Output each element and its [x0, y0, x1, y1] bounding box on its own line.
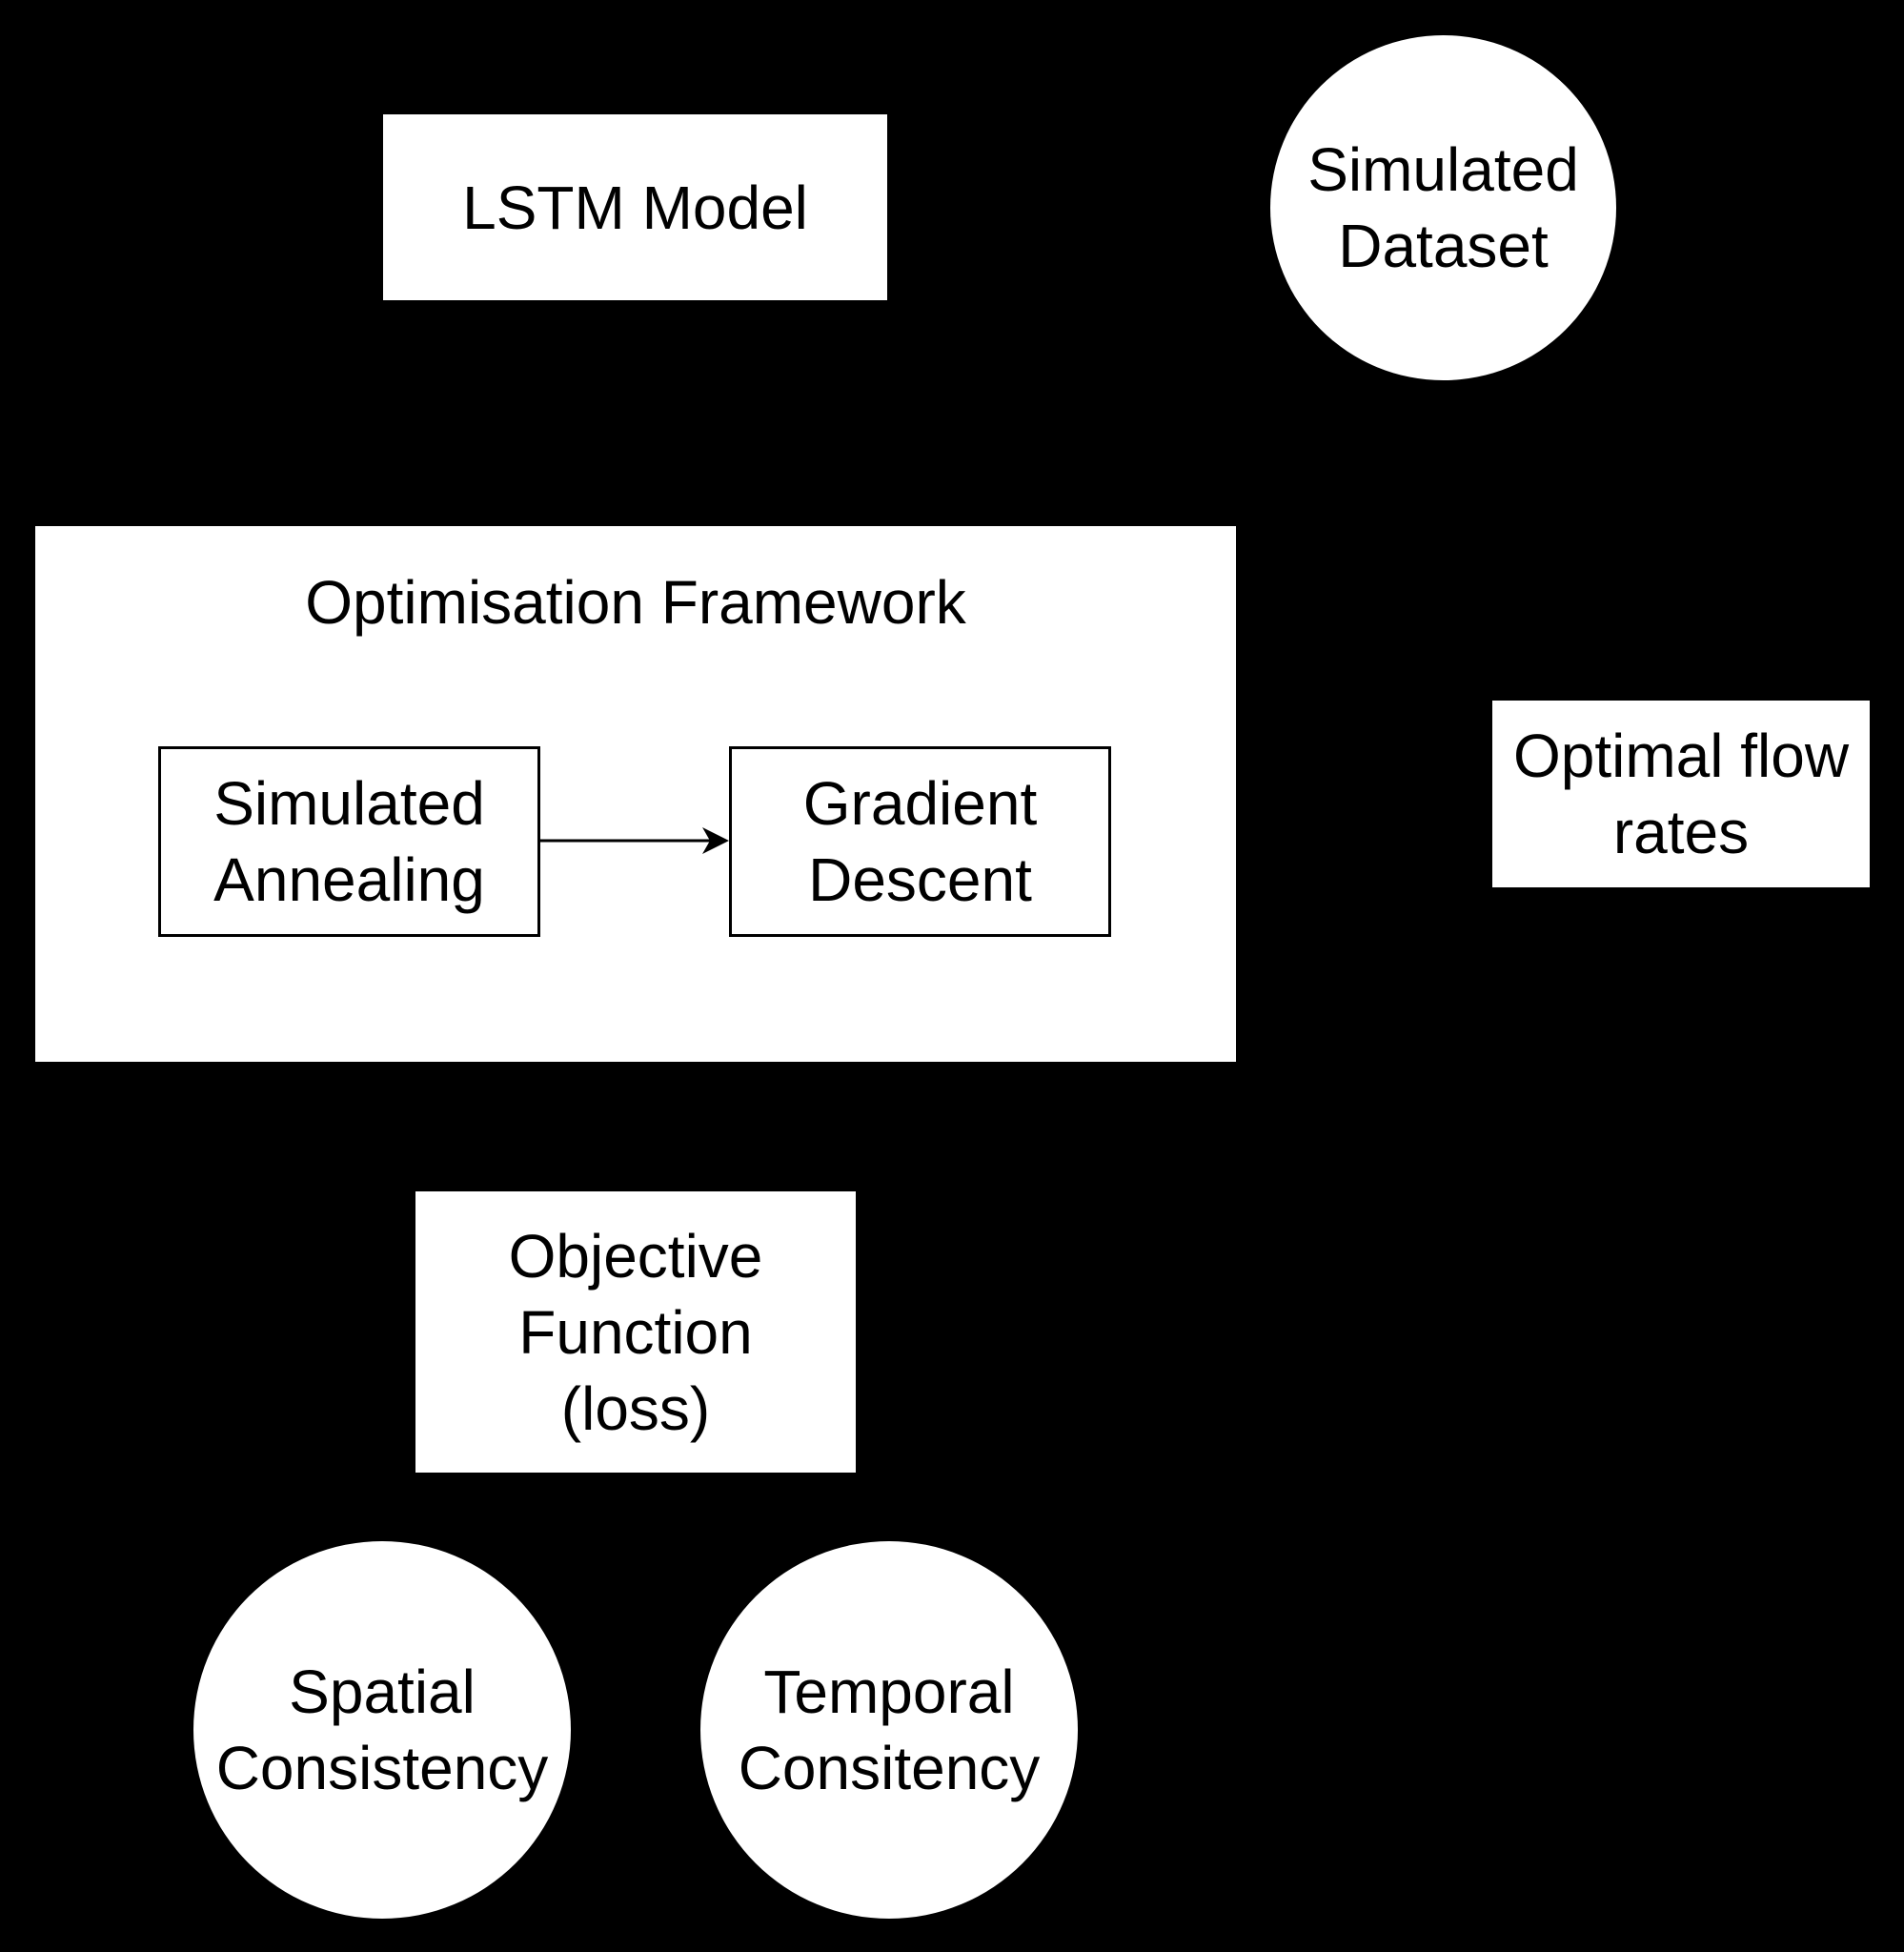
objective-function-label-line2: Function	[518, 1297, 753, 1367]
simulated-annealing-label-line1: Simulated	[213, 769, 485, 838]
optimisation-framework-box: Optimisation Framework Simulated Anneali…	[35, 526, 1236, 1062]
spatial-consistency-circle: Spatial Consistency	[193, 1541, 571, 1919]
optimisation-framework-title: Optimisation Framework	[305, 568, 966, 637]
temporal-consistency-label-line2: Consitency	[738, 1734, 1041, 1802]
optimal-flow-rates-label-line2: rates	[1612, 798, 1750, 866]
simulated-dataset-label-line2: Dataset	[1338, 212, 1549, 280]
objective-function-label-line1: Objective	[508, 1221, 763, 1291]
lstm-model-label: LSTM Model	[462, 173, 808, 242]
gradient-descent-label-line2: Descent	[808, 845, 1032, 914]
optimal-flow-rates-box: Optimal flow rates	[1492, 701, 1870, 887]
objective-function-box: Objective Function (loss)	[415, 1191, 856, 1473]
temporal-consistency-label-line1: Temporal	[763, 1657, 1015, 1726]
lstm-model-box: LSTM Model	[383, 114, 887, 300]
simulated-annealing-box: Simulated Annealing	[158, 746, 540, 937]
gradient-descent-label-line1: Gradient	[802, 769, 1038, 838]
simulated-annealing-label-line2: Annealing	[213, 845, 485, 914]
spatial-consistency-label-line2: Consistency	[215, 1734, 549, 1802]
simulated-dataset-circle: Simulated Dataset	[1270, 35, 1616, 380]
temporal-consistency-circle: Temporal Consitency	[700, 1541, 1078, 1919]
arrow-head	[702, 827, 729, 854]
simulated-dataset-label-line1: Simulated	[1307, 135, 1579, 204]
optimal-flow-rates-label-line1: Optimal flow	[1512, 722, 1850, 790]
objective-function-label-line3: (loss)	[560, 1373, 711, 1443]
spatial-consistency-label-line1: Spatial	[289, 1657, 476, 1726]
gradient-descent-box: Gradient Descent	[729, 746, 1111, 937]
